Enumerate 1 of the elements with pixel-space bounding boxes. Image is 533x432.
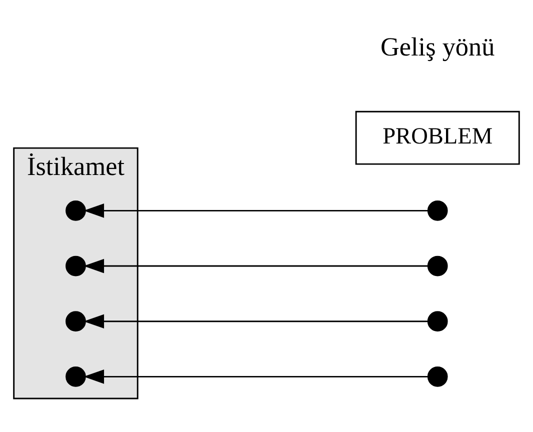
label: Geliş yönü bbox=[380, 32, 495, 61]
